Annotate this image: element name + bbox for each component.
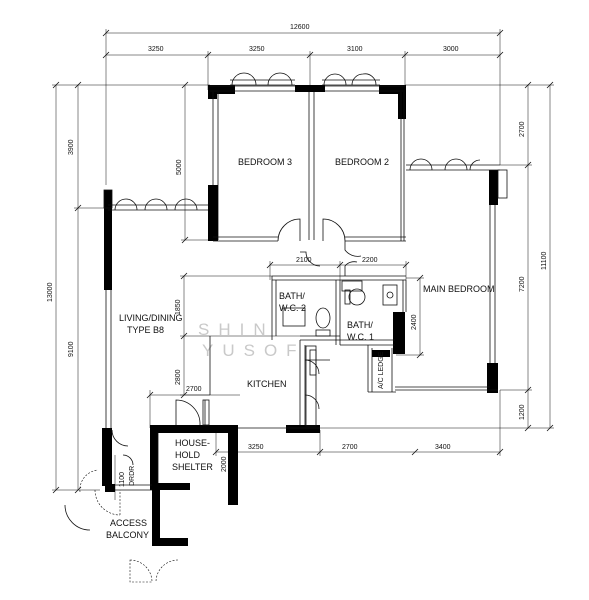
dim-bottom-2: 2700 [342,444,358,451]
room-living-dining: LIVING/DINING [119,313,183,323]
fixtures [282,280,398,427]
room-access-balcony-line-1: ACCESS [110,518,147,528]
dim-left-a: 3900 [68,139,75,155]
room-kitchen: KITCHEN [247,379,287,389]
dim-left-total: 13000 [47,282,54,302]
dim-top-3: 3100 [347,46,363,53]
room-access-balcony-line-2: BALCONY [106,530,149,540]
dim-5000: 5000 [176,159,183,175]
dim-2700-kitchen: 2700 [186,386,202,393]
dim-1850: 1850 [175,299,182,315]
dim-top-1: 3250 [148,46,164,53]
windows [103,72,508,211]
doors [64,218,362,583]
walls [102,85,498,546]
dim-right-total: 11100 [541,251,548,270]
dim-2400: 2400 [411,314,418,330]
dim-overall-top: 12600 [290,24,310,31]
room-bath-2-line-2: W.C. 2 [279,303,306,313]
dim-mid-1: 2100 [296,257,312,264]
dimension-lines [52,29,554,500]
dim-mid-2: 2200 [362,257,378,264]
dim-left-b: 9100 [68,341,75,357]
dim-bottom-3: 3400 [435,444,451,451]
dim-1100: 1100 [119,472,126,487]
watermark-line-2: YUSOF [202,341,306,360]
watermark-line-1: SHIN [198,320,275,339]
room-bath-2-line-1: BATH/ [279,291,305,301]
room-bath-1-line-2: W.C. 1 [347,332,374,342]
room-shelter-line-2: HOLD [175,450,201,460]
room-main-bedroom: MAIN BEDROOM [423,284,495,294]
room-bedroom-3: BEDROOM 3 [238,157,292,167]
room-ac-ledge: A/C LEDGE [378,351,385,389]
dim-right-b: 7200 [519,276,526,292]
dim-right-c: 1200 [519,404,526,420]
dim-right-a: 2700 [519,121,526,137]
dim-2000: 2000 [221,456,228,472]
dim-2800: 2800 [175,369,182,385]
room-living-dining-type: TYPE B8 [127,325,164,335]
dim-top-2: 3250 [249,46,265,53]
room-shelter-line-1: HOUSE- [175,438,210,448]
dim-top-4: 3000 [443,46,459,53]
room-shelter-line-3: SHELTER [172,462,213,472]
room-bath-1-line-1: BATH/ [347,320,373,330]
dim-bottom-1: 3250 [248,444,264,451]
label-drdr: DRDR [129,466,136,486]
room-bedroom-2: BEDROOM 2 [335,157,389,167]
